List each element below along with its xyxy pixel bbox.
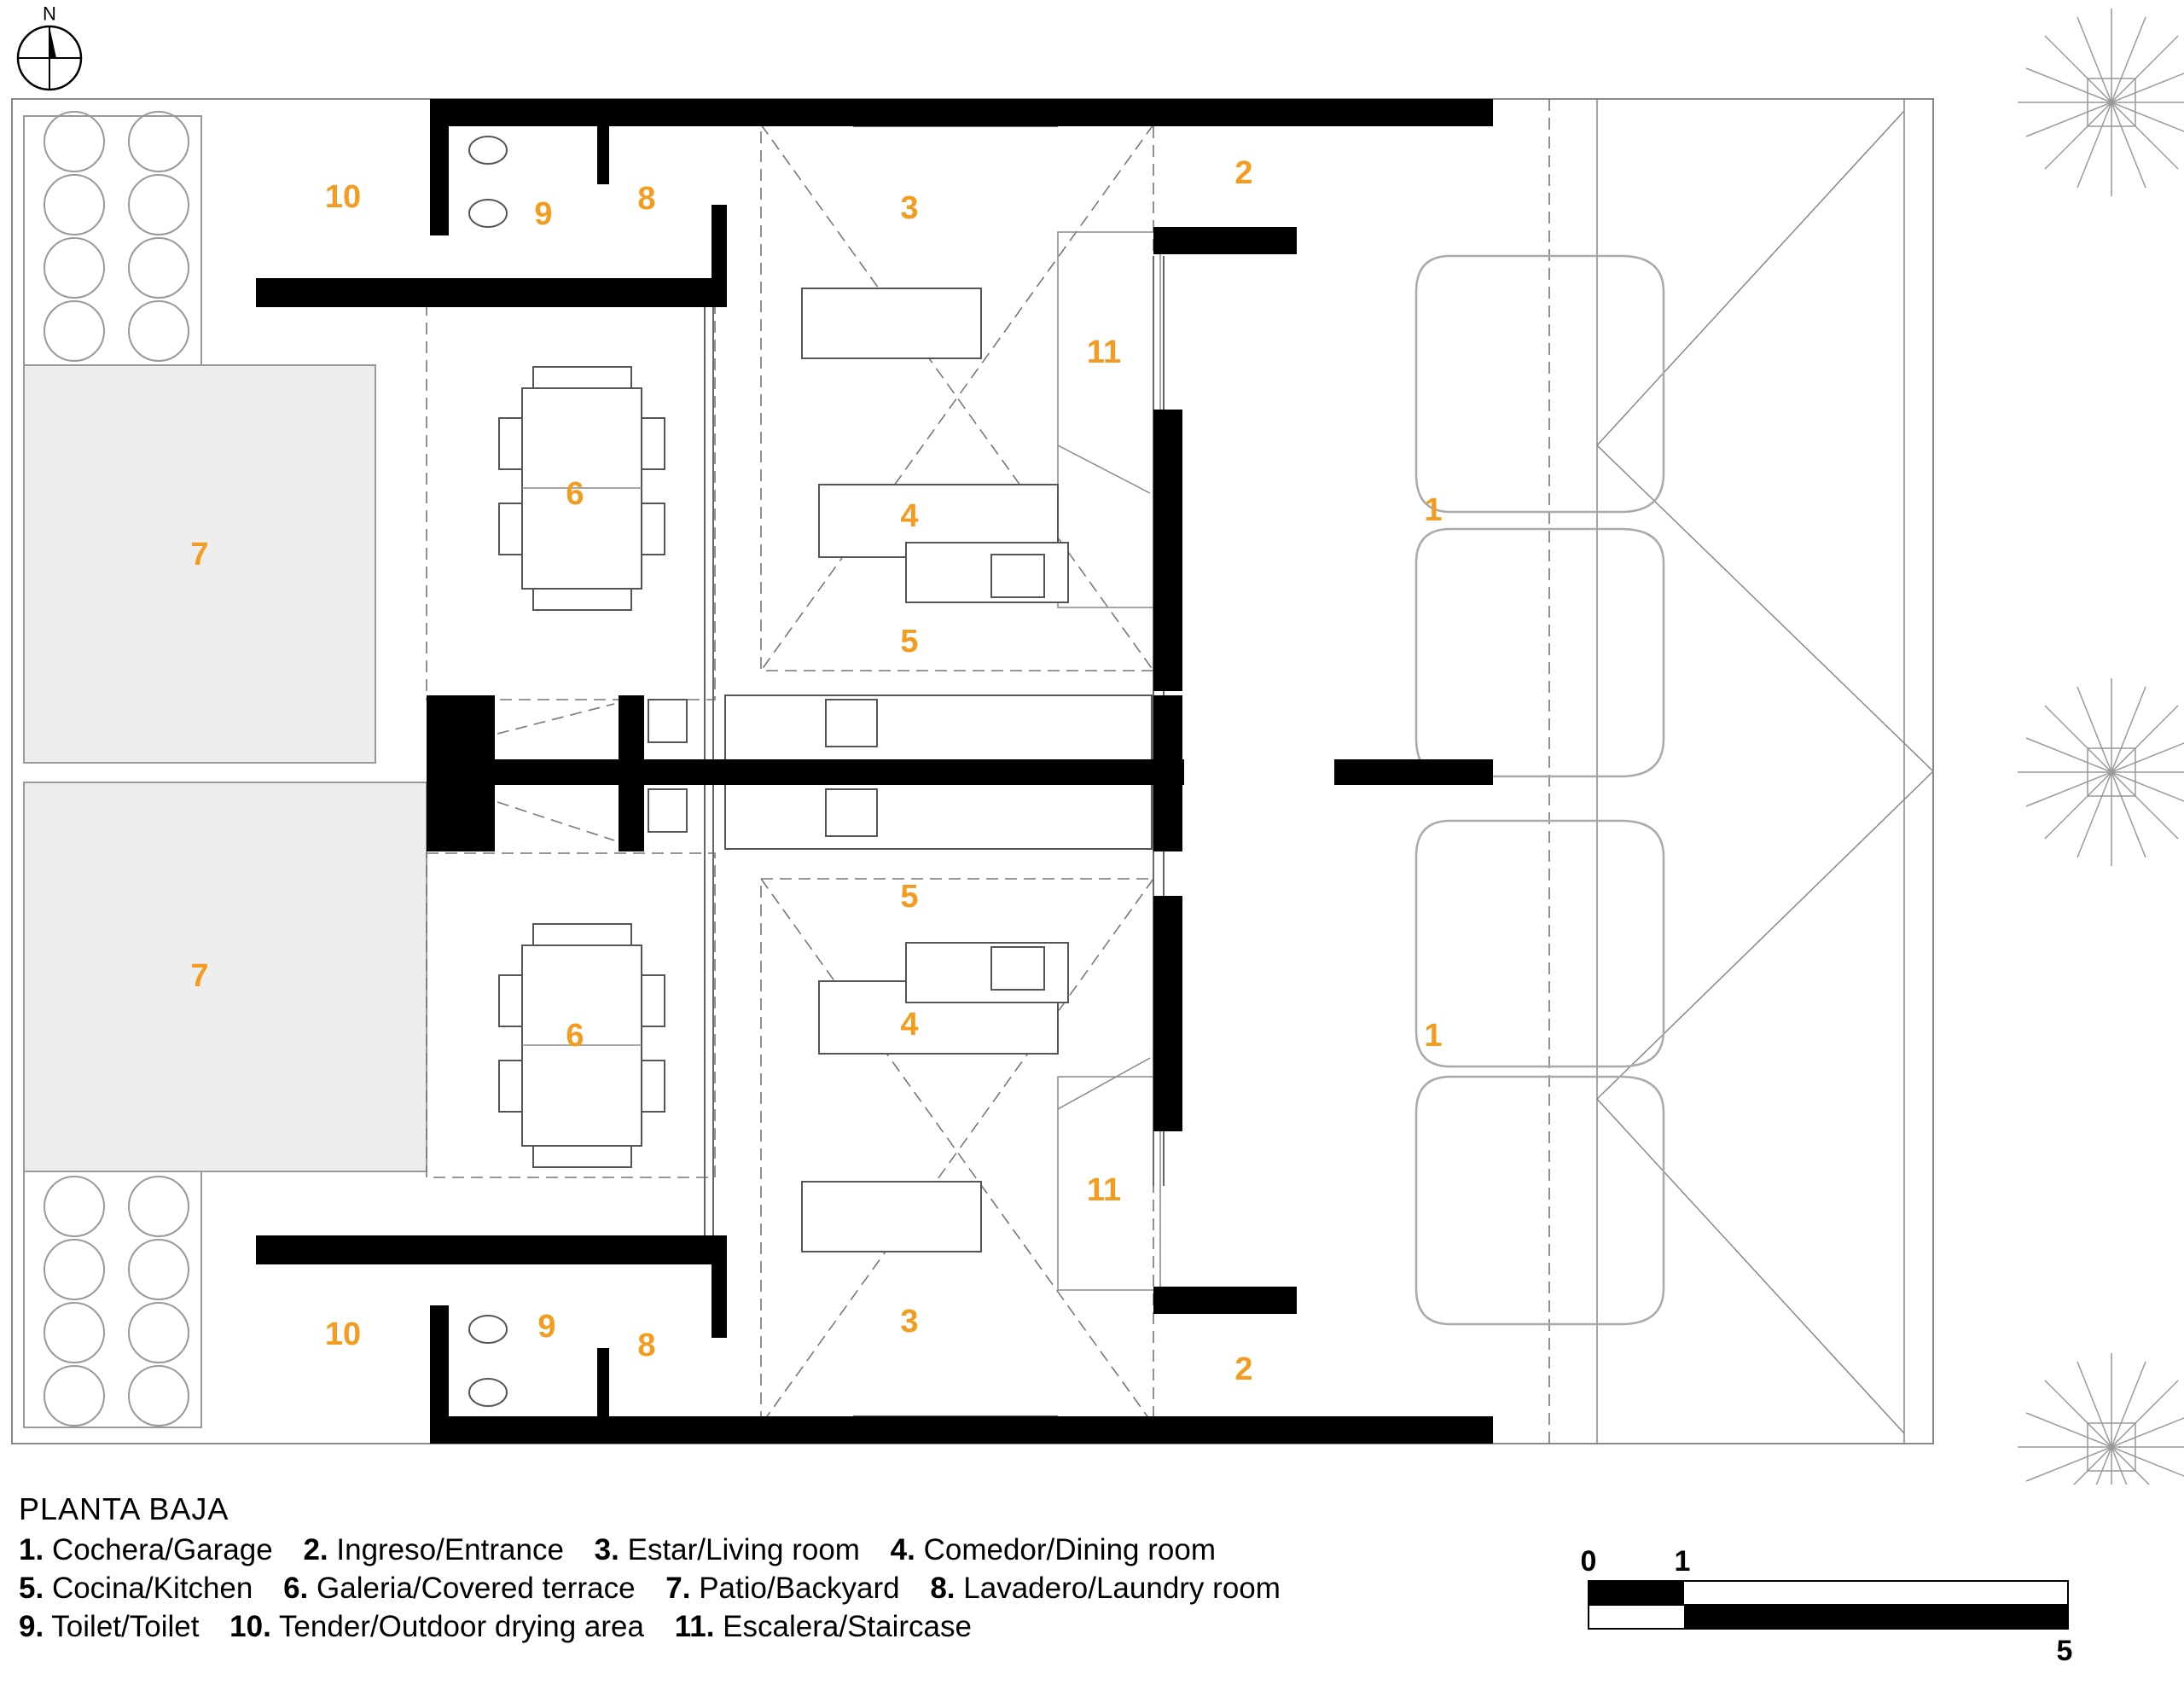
- legend-title: PLANTA BAJA: [19, 1491, 229, 1526]
- legend-item-text: Galeria/Covered terrace: [317, 1572, 636, 1605]
- legend-item-number: 11.: [674, 1610, 715, 1643]
- room-number-toilet-bottom: 9: [537, 1309, 555, 1345]
- legend-item: 2. Ingreso/Entrance: [303, 1533, 564, 1566]
- room-number-patio-bottom: 7: [190, 958, 208, 994]
- scale-label-one: 1: [1675, 1545, 1691, 1578]
- kitchen-bottom: [648, 780, 1153, 1055]
- legend-line: 5. Cocina/Kitchen 6. Galeria/Covered ter…: [19, 1569, 1520, 1607]
- kitchen-top: [648, 484, 1153, 764]
- north-label: N: [43, 3, 56, 25]
- sofa-top: [801, 288, 982, 359]
- room-number-garage-bottom: 1: [1424, 1018, 1442, 1054]
- legend-item-text: Ingreso/Entrance: [336, 1533, 564, 1566]
- legend-line: 9. Toilet/Toilet 10. Tender/Outdoor dryi…: [19, 1607, 1520, 1646]
- legend-item-text: Lavadero/Laundry room: [963, 1572, 1281, 1605]
- drying-yard-top: [23, 115, 202, 366]
- stair-treads: [1057, 231, 1161, 1291]
- room-number-kitchen-top: 5: [900, 624, 918, 660]
- legend: PLANTA BAJA 1. Cochera/Garage 2. Ingreso…: [19, 1491, 1520, 1646]
- room-number-entrance-bottom: 2: [1234, 1351, 1252, 1387]
- legend-item: 4. Comedor/Dining room: [891, 1533, 1216, 1566]
- legend-item-text: Tender/Outdoor drying area: [278, 1610, 644, 1643]
- room-number-terrace-top: 6: [566, 476, 584, 512]
- garden-shrubs: [44, 111, 189, 1427]
- legend-item: 7. Patio/Backyard: [665, 1572, 899, 1605]
- legend-item: 3. Estar/Living room: [595, 1533, 860, 1566]
- dining-table-bottom: [498, 923, 665, 1168]
- legend-item-number: 6.: [283, 1572, 309, 1605]
- patio-area-top: [23, 364, 376, 764]
- legend-item-text: Comedor/Dining room: [923, 1533, 1216, 1566]
- cars: [1414, 254, 1665, 1326]
- legend-item: 11. Escalera/Staircase: [675, 1610, 972, 1643]
- legend-item: 10. Tender/Outdoor drying area: [229, 1610, 644, 1643]
- tree-top: [2018, 9, 2184, 196]
- legend-line: 1. Cochera/Garage 2. Ingreso/Entrance 3.…: [19, 1531, 1520, 1569]
- room-number-kitchen-bottom: 5: [900, 879, 918, 915]
- room-number-stair-bottom: 11: [1087, 1172, 1121, 1208]
- legend-item: 8. Lavadero/Laundry room: [930, 1572, 1281, 1605]
- room-number-stair-top: 11: [1087, 334, 1121, 370]
- legend-item-text: Cochera/Garage: [51, 1533, 273, 1566]
- legend-item-number: 5.: [19, 1572, 44, 1605]
- room-number-drying-bottom: 10: [325, 1316, 361, 1352]
- legend-item-number: 8.: [930, 1572, 956, 1605]
- legend-item-text: Estar/Living room: [627, 1533, 860, 1566]
- north-arrow: N: [16, 3, 83, 91]
- room-number-dining-bottom: 4: [900, 1007, 918, 1043]
- walls: [256, 99, 1493, 1444]
- tree-bottom: [2018, 1353, 2184, 1485]
- legend-item-text: Escalera/Staircase: [723, 1610, 972, 1643]
- room-number-terrace-bottom: 6: [566, 1018, 584, 1054]
- scale-label-five: 5: [2057, 1635, 2073, 1667]
- room-number-patio-top: 7: [190, 537, 208, 572]
- room-number-drying-top: 10: [325, 179, 361, 215]
- legend-item: 9. Toilet/Toilet: [19, 1610, 199, 1643]
- garage-ramp-lines: [1595, 98, 1935, 1444]
- legend-item-number: 2.: [303, 1533, 328, 1566]
- drying-yard-bottom: [23, 1171, 202, 1428]
- sofa-bottom: [801, 1181, 982, 1252]
- legend-item-number: 9.: [19, 1610, 44, 1643]
- toilet-fixtures: [468, 136, 508, 1407]
- legend-item-number: 1.: [19, 1533, 44, 1566]
- room-number-laundry-top: 8: [637, 181, 655, 217]
- room-number-dining-top: 4: [900, 498, 918, 534]
- legend-item-text: Cocina/Kitchen: [51, 1572, 253, 1605]
- room-number-living-top: 3: [900, 190, 918, 226]
- floor-plan: N: [11, 3, 2184, 1485]
- legend-item-number: 3.: [594, 1533, 619, 1566]
- legend-item-text: Toilet/Toilet: [51, 1610, 200, 1643]
- dining-table-top: [498, 366, 665, 611]
- legend-item-number: 7.: [665, 1572, 691, 1605]
- legend-item: 5. Cocina/Kitchen: [19, 1572, 253, 1605]
- legend-item: 1. Cochera/Garage: [19, 1533, 273, 1566]
- room-numbers: 1 1 2 2 3 3 4 4 5 5 6 6 7 7 8 8 9 9 10 1…: [190, 155, 1442, 1387]
- legend-item: 6. Galeria/Covered terrace: [283, 1572, 635, 1605]
- room-number-laundry-bottom: 8: [637, 1328, 655, 1363]
- tree-middle: [2018, 678, 2184, 866]
- room-number-toilet-top: 9: [534, 196, 552, 232]
- room-number-living-bottom: 3: [900, 1304, 918, 1340]
- scale-label-zero: 0: [1581, 1545, 1597, 1578]
- room-number-garage-top: 1: [1424, 492, 1442, 528]
- legend-item-number: 10.: [229, 1610, 271, 1643]
- patio-area-bottom: [23, 782, 427, 1172]
- legend-item-text: Patio/Backyard: [699, 1572, 900, 1605]
- legend-item-number: 4.: [890, 1533, 915, 1566]
- room-number-entrance-top: 2: [1234, 155, 1252, 191]
